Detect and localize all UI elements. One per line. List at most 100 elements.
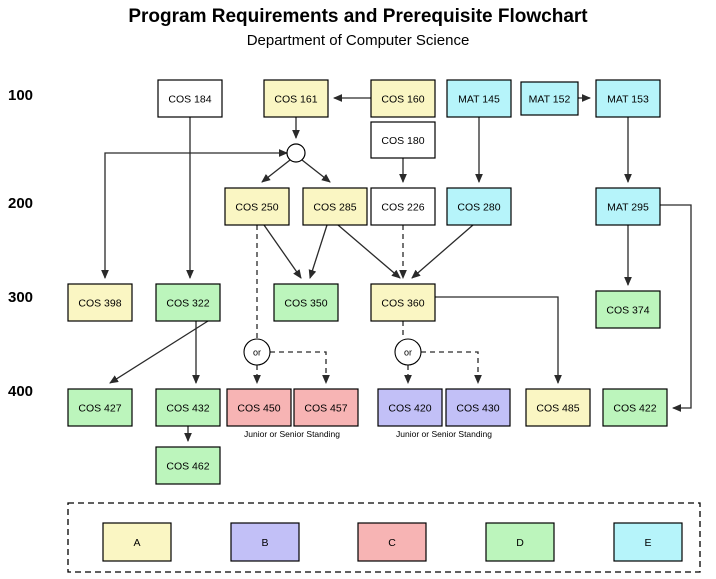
legend-item-c[interactable]: C (357, 522, 427, 562)
course-box-cos398[interactable]: COS 398 (67, 283, 133, 322)
course-box-mat152[interactable]: MAT 152 (520, 81, 579, 116)
legend-swatch (357, 522, 427, 562)
legend-item-b[interactable]: B (230, 522, 300, 562)
course-box-cos161[interactable]: COS 161 (263, 79, 329, 118)
junction-circle (394, 338, 422, 366)
e-cos360-cos485 (435, 296, 562, 385)
legend-item-d[interactable]: D (485, 522, 555, 562)
course-box-rect (445, 388, 511, 427)
course-label: COS 322 (166, 297, 209, 309)
course-box-rect (602, 388, 668, 427)
level-label-300: 300 (8, 289, 33, 306)
course-box-cos360[interactable]: COS 360 (370, 283, 436, 322)
page-subtitle: Department of Computer Science (247, 32, 470, 49)
course-box-mat145[interactable]: MAT 145 (446, 79, 512, 118)
course-label: COS 432 (166, 402, 209, 414)
course-box-cos180[interactable]: COS 180 (370, 121, 436, 159)
course-label: COS 226 (381, 201, 424, 213)
course-label: COS 184 (168, 93, 211, 105)
course-label: COS 160 (381, 93, 424, 105)
legend-swatch-label: A (133, 537, 140, 549)
course-box-cos350[interactable]: COS 350 (273, 283, 339, 322)
course-label: COS 398 (78, 297, 121, 309)
course-box-rect (370, 283, 436, 322)
course-box-group: COS 184 COS 161 COS 160 MAT 145 MAT 152 MAT 1… (67, 79, 668, 485)
e-or1-cos457 (270, 351, 330, 385)
legend-item-e[interactable]: E (613, 522, 683, 562)
course-label: COS 180 (381, 135, 424, 147)
legend-swatch-label: E (644, 537, 651, 549)
level-label-400: 400 (8, 383, 33, 400)
junction-label: or (404, 347, 412, 357)
legend-swatch (102, 522, 172, 562)
course-box-rect (155, 283, 221, 322)
course-box-cos485[interactable]: COS 485 (525, 388, 591, 427)
course-box-rect (370, 79, 436, 118)
course-label: COS 285 (313, 201, 356, 213)
course-label: COS 250 (235, 201, 278, 213)
legend-swatch (230, 522, 300, 562)
course-box-mat295[interactable]: MAT 295 (595, 187, 661, 226)
e-cos322-cos427 (109, 320, 209, 384)
legend-frame (67, 502, 701, 573)
edge-layer (101, 94, 692, 443)
course-box-cos374[interactable]: COS 374 (595, 290, 661, 329)
course-box-rect (155, 388, 221, 427)
course-box-cos184[interactable]: COS 184 (157, 79, 223, 118)
course-box-cos250[interactable]: COS 250 (224, 187, 290, 226)
legend-item-a[interactable]: A (102, 522, 172, 562)
course-box-cos430[interactable]: COS 430 (445, 388, 511, 427)
legend-swatch (613, 522, 683, 562)
course-box-rect (370, 121, 436, 159)
course-box-rect (273, 283, 339, 322)
course-box-rect (67, 388, 133, 427)
course-label: COS 427 (78, 402, 121, 414)
level-label-100: 100 (8, 87, 33, 104)
course-box-rect (157, 79, 223, 118)
course-label: COS 161 (274, 93, 317, 105)
course-box-rect (155, 446, 221, 485)
course-box-cos420[interactable]: COS 420 (377, 388, 443, 427)
junction-group: or or (243, 143, 422, 366)
page-title: Program Requirements and Prerequisite Fl… (128, 6, 588, 27)
course-box-cos322[interactable]: COS 322 (155, 283, 221, 322)
course-box-cos427[interactable]: COS 427 (67, 388, 133, 427)
course-box-rect (263, 79, 329, 118)
course-label: COS 430 (456, 402, 499, 414)
course-box-rect (595, 290, 661, 329)
course-box-rect (293, 388, 359, 427)
course-box-cos450[interactable]: COS 450 (226, 388, 292, 427)
course-box-cos160[interactable]: COS 160 (370, 79, 436, 118)
course-label: MAT 145 (458, 93, 500, 105)
course-label: COS 280 (457, 201, 500, 213)
course-box-rect (302, 187, 368, 226)
course-box-rect (446, 79, 512, 118)
course-box-rect (525, 388, 591, 427)
e-or2-cos430 (421, 351, 482, 385)
junction-circle (286, 143, 306, 163)
course-label: MAT 152 (529, 93, 571, 105)
course-box-cos457[interactable]: COS 457 (293, 388, 359, 427)
e-cos285-cos350 (308, 224, 328, 279)
course-box-mat153[interactable]: MAT 153 (595, 79, 661, 118)
course-box-cos432[interactable]: COS 432 (155, 388, 221, 427)
course-label: MAT 295 (607, 201, 649, 213)
course-box-rect (370, 187, 436, 226)
course-label: COS 422 (613, 402, 656, 414)
course-box-cos462[interactable]: COS 462 (155, 446, 221, 485)
junction-label: or (253, 347, 261, 357)
course-box-cos226[interactable]: COS 226 (370, 187, 436, 226)
course-label: COS 462 (166, 460, 209, 472)
course-box-rect (226, 388, 292, 427)
course-box-cos285[interactable]: COS 285 (302, 187, 368, 226)
course-box-cos422[interactable]: COS 422 (602, 388, 668, 427)
level-label-200: 200 (8, 195, 33, 212)
course-box-cos280[interactable]: COS 280 (446, 187, 512, 226)
course-label: COS 450 (237, 402, 280, 414)
course-box-rect (446, 187, 512, 226)
course-box-rect (377, 388, 443, 427)
course-box-rect (520, 81, 579, 116)
or-junction-or1: or (243, 338, 271, 366)
course-label: COS 420 (388, 402, 431, 414)
